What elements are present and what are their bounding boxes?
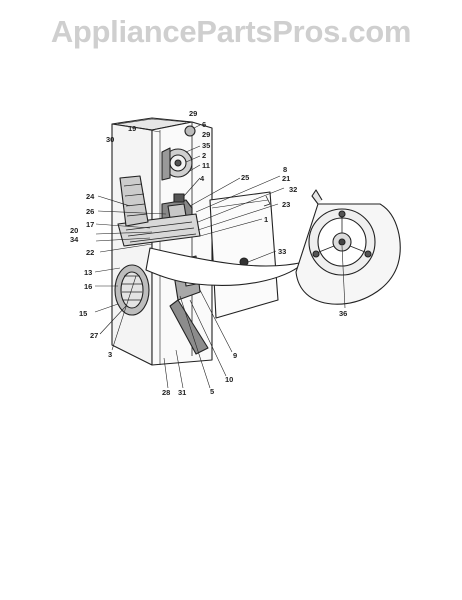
callout-29-top: 29 — [189, 109, 197, 118]
callout-11: 11 — [202, 161, 210, 170]
callout-33: 33 — [278, 247, 286, 256]
callout-6: 6 — [202, 120, 206, 129]
callout-36: 36 — [339, 309, 347, 318]
callout-13: 13 — [84, 268, 92, 277]
callout-layer: 29 6 19 29 30 35 2 11 4 25 8 21 32 24 23… — [70, 109, 347, 397]
callout-28: 28 — [162, 388, 170, 397]
callout-30: 30 — [106, 135, 114, 144]
callout-8: 8 — [283, 165, 287, 174]
callout-24: 24 — [86, 192, 95, 201]
callout-4: 4 — [200, 174, 205, 183]
callout-31: 31 — [178, 388, 186, 397]
heat-exchanger — [119, 175, 149, 227]
blower-assembly — [295, 189, 401, 305]
callout-34: 34 — [70, 235, 79, 244]
callout-35: 35 — [202, 141, 210, 150]
blower-housing-left — [114, 264, 150, 316]
callout-9: 9 — [233, 351, 237, 360]
callout-25: 25 — [241, 173, 249, 182]
pressure-switch — [184, 125, 196, 137]
callout-27: 27 — [90, 331, 98, 340]
callout-17: 17 — [86, 220, 94, 229]
callout-19: 19 — [128, 124, 136, 133]
callout-1: 1 — [264, 215, 268, 224]
callout-23: 23 — [282, 200, 290, 209]
callout-22: 22 — [86, 248, 94, 257]
site-watermark: AppliancePartsPros.com — [50, 14, 412, 49]
filter-sheet — [145, 247, 305, 286]
callout-5: 5 — [210, 387, 214, 396]
callout-16: 16 — [84, 282, 92, 291]
callout-15: 15 — [79, 309, 87, 318]
callout-3: 3 — [108, 350, 112, 359]
callout-21: 21 — [282, 174, 290, 183]
inducer-motor — [161, 147, 193, 181]
callout-20: 20 — [70, 226, 78, 235]
callout-26: 26 — [86, 207, 94, 216]
access-door — [209, 191, 279, 319]
callout-10: 10 — [225, 375, 233, 384]
callout-29: 29 — [202, 130, 210, 139]
callout-32: 32 — [289, 185, 297, 194]
callout-2: 2 — [202, 151, 206, 160]
leader-lines — [94, 124, 346, 389]
